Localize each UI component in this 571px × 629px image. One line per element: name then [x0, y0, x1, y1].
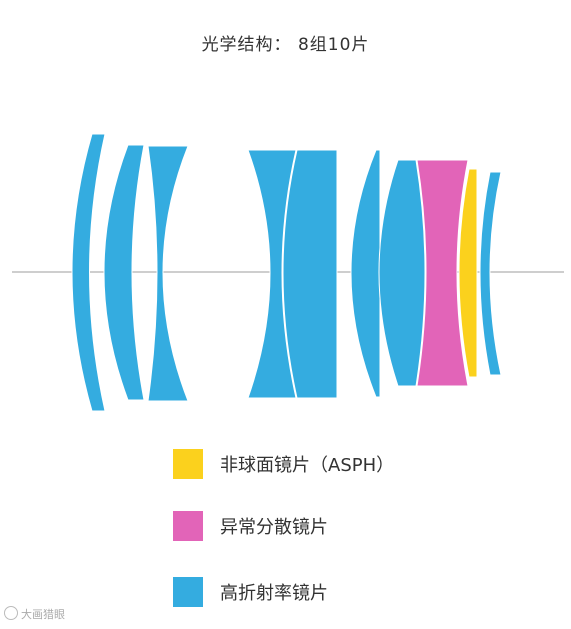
- legend-swatch: [173, 511, 203, 541]
- watermark: 大画猎眼: [4, 606, 65, 622]
- legend-label: 高折射率镜片: [220, 583, 328, 604]
- legend-swatch: [173, 577, 203, 607]
- watermark-icon: [4, 606, 18, 620]
- lens-element-7: [378, 159, 426, 387]
- lens-element-10: [479, 171, 502, 376]
- lens-element-1: [71, 133, 106, 412]
- watermark-text: 大画猎眼: [21, 608, 65, 621]
- legend-item-anomalous-dispersion: 异常分散镜片: [173, 511, 328, 541]
- lens-element-2: [103, 144, 145, 401]
- legend-label: 非球面镜片（ASPH）: [220, 455, 395, 476]
- page-title: 光学结构： 8组10片: [201, 35, 370, 55]
- lens-element-4: [247, 149, 297, 399]
- lens-element-9: [458, 168, 478, 378]
- lens-element-8: [416, 159, 469, 387]
- lens-structure-diagram: [12, 133, 564, 412]
- lens-element-3: [147, 145, 189, 402]
- lens-element-5: [282, 149, 338, 399]
- legend-label: 异常分散镜片: [220, 517, 328, 538]
- legend-swatch: [173, 449, 203, 479]
- lens-element-6: [350, 149, 381, 398]
- legend-item-high-index: 高折射率镜片: [173, 577, 328, 607]
- legend-item-aspherical: 非球面镜片（ASPH）: [173, 449, 394, 479]
